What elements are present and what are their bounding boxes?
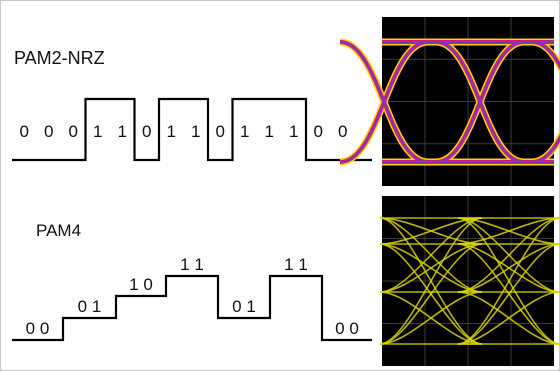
pam4-title: PAM4 [36,221,81,240]
pam4-eye-trace [457,217,560,345]
pam4-symbol-label: 0 1 [78,297,102,316]
nrz-bit-label: 0 [142,122,151,141]
nrz-bit-label: 1 [167,122,176,141]
pam4-eye-trace [457,243,560,293]
pam4-symbol-label: 1 0 [129,275,153,294]
nrz-title: PAM2-NRZ [14,48,105,68]
pam4-eye-trace [379,217,483,293]
pam4-eye-trace [457,291,560,345]
pam4-symbol-label: 0 0 [335,319,359,338]
nrz-waveform [12,97,372,162]
pam4-symbol-labels: 0 0 0 1 1 0 1 1 0 1 1 1 0 0 [26,255,359,338]
pam4-symbol-label: 0 0 [26,319,50,338]
pam4-eye-trace [379,243,483,293]
nrz-bit-label: 1 [118,122,127,141]
pam4-symbol-label: 0 1 [232,297,256,316]
pam4-eye-diagram [379,196,560,366]
nrz-eye-diagram [339,17,560,186]
nrz-eye-trace [531,136,560,163]
nrz-bit-label: 0 [314,122,323,141]
nrz-bit-label: 1 [240,122,249,141]
pam4-eye-traces [379,217,560,345]
nrz-eye-traces [339,38,560,166]
pam4-eye-trace [457,217,560,245]
nrz-bit-label: 1 [93,122,102,141]
nrz-eye-trace [339,41,429,163]
nrz-bit-label: 0 [338,122,347,141]
nrz-bit-label: 0 [216,122,225,141]
pam4-eye-trace [379,217,483,345]
pam4-eye-trace [379,243,483,345]
nrz-eye-trace [435,41,525,163]
nrz-eye-trace [531,41,560,68]
pam4-eye-trace [379,291,483,345]
pam4-symbol-label: 1 1 [180,255,204,274]
nrz-bit-label: 1 [289,122,298,141]
nrz-bit-label: 1 [191,122,200,141]
pam4-waveform [12,274,372,342]
nrz-bit-label: 0 [20,122,29,141]
nrz-bit-label: 0 [44,122,53,141]
nrz-bit-label: 0 [69,122,78,141]
nrz-bit-label: 1 [265,122,274,141]
pam4-symbol-label: 1 1 [284,255,308,274]
pam4-eye-trace [457,217,560,293]
pam4-eye-trace [457,243,560,345]
